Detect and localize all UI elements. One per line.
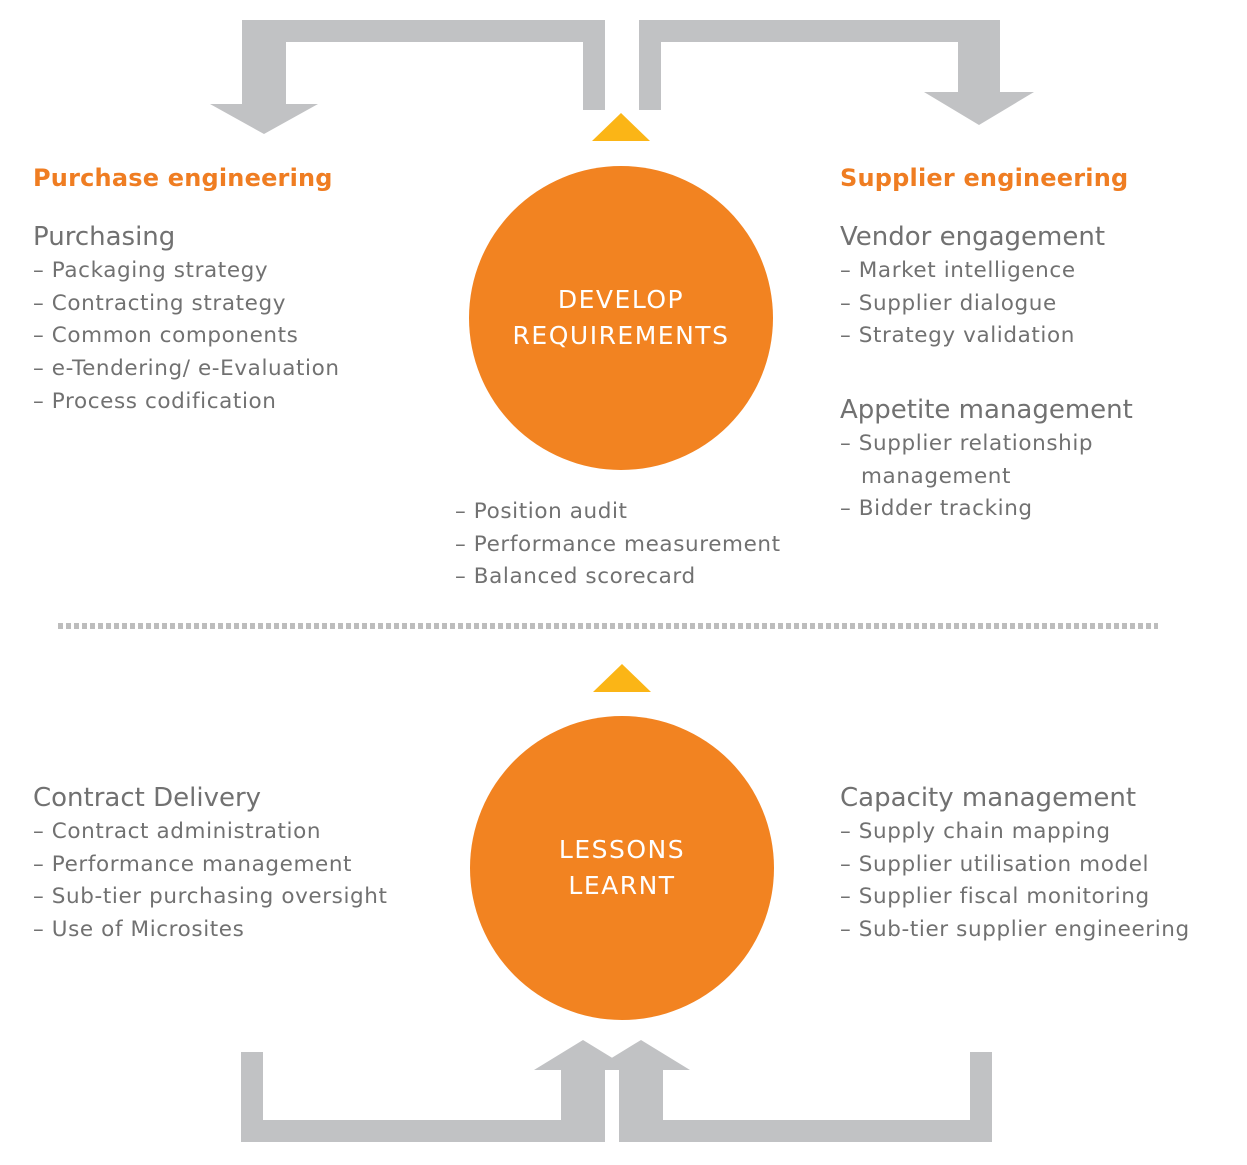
list-item: – Sub-tier supplier engineering: [840, 917, 1190, 943]
purchasing-list: – Packaging strategy – Contracting strat…: [33, 255, 340, 419]
list-item: – Sub-tier purchasing oversight: [33, 884, 388, 910]
triangle-middle: [593, 664, 651, 692]
purchasing-title: Purchasing: [33, 222, 176, 252]
arrow-from-capacity-management: [592, 1040, 992, 1142]
list-item: – Supplier fiscal monitoring: [840, 884, 1150, 910]
contract-delivery-list: – Contract administration – Performance …: [33, 816, 388, 947]
arrow-to-purchase-engineering: [210, 20, 605, 134]
list-item: – Packaging strategy: [33, 258, 269, 283]
develop-requirements-line2: REQUIREMENTS: [512, 321, 730, 350]
purchase-engineering-heading: Purchase engineering: [33, 164, 333, 192]
capacity-management-block: Capacity management – Supply chain mappi…: [840, 780, 1190, 947]
vendor-engagement-list: – Market intelligence – Supplier dialogu…: [840, 255, 1105, 353]
list-item: – e-Tendering/ e-Evaluation: [33, 356, 340, 382]
contract-delivery-block: Contract Delivery – Contract administrat…: [33, 780, 388, 947]
triangle-top: [592, 113, 650, 141]
capacity-management-list: – Supply chain mapping – Supplier utilis…: [840, 816, 1190, 947]
list-item: – Supply chain mapping: [840, 819, 1111, 844]
lessons-learnt-line2: LEARNT: [568, 871, 676, 900]
appetite-management-block: Appetite management – Supplier relations…: [840, 392, 1133, 526]
list-item: – Position audit: [455, 499, 628, 524]
list-item: – Process codification: [33, 388, 277, 414]
list-item: – Performance measurement: [455, 531, 781, 557]
center-list: – Position audit – Performance measureme…: [455, 496, 781, 594]
list-item: – Contract administration: [33, 819, 322, 844]
develop-requirements-circle: DEVELOP REQUIREMENTS: [469, 166, 773, 470]
capacity-management-title: Capacity management: [840, 783, 1137, 813]
list-item: – Balanced scorecard: [455, 564, 696, 590]
list-item: – Common components: [33, 323, 299, 349]
contract-delivery-title: Contract Delivery: [33, 783, 262, 813]
list-item-line: management: [861, 463, 1012, 489]
list-item: – Performance management: [33, 851, 353, 877]
lessons-learnt-circle: LESSONS LEARNT: [470, 716, 774, 1020]
list-item: – Supplier utilisation model: [840, 851, 1150, 877]
supplier-engineering-heading: Supplier engineering: [840, 164, 1129, 192]
arrow-from-contract-delivery: [241, 1040, 632, 1142]
list-item: – Supplier relationship management: [840, 428, 1133, 493]
vendor-engagement-title: Vendor engagement: [840, 222, 1106, 252]
list-item: – Market intelligence: [840, 258, 1076, 283]
arrow-to-supplier-engineering: [639, 20, 1034, 125]
center-list-block: – Position audit – Performance measureme…: [455, 496, 781, 594]
list-item: – Bidder tracking: [840, 496, 1033, 522]
vendor-engagement-block: Vendor engagement – Market intelligence …: [840, 219, 1105, 353]
develop-requirements-line1: DEVELOP: [557, 285, 685, 314]
list-item-line: – Supplier relationship: [840, 431, 1094, 456]
appetite-management-title: Appetite management: [840, 395, 1133, 425]
appetite-management-list: – Supplier relationship management – Bid…: [840, 428, 1133, 526]
list-item: – Use of Microsites: [33, 917, 245, 943]
purchasing-block: Purchasing – Packaging strategy – Contra…: [33, 219, 340, 419]
list-item: – Contracting strategy: [33, 290, 287, 316]
lessons-learnt-line1: LESSONS: [558, 835, 686, 864]
list-item: – Strategy validation: [840, 323, 1075, 349]
list-item: – Supplier dialogue: [840, 290, 1057, 316]
